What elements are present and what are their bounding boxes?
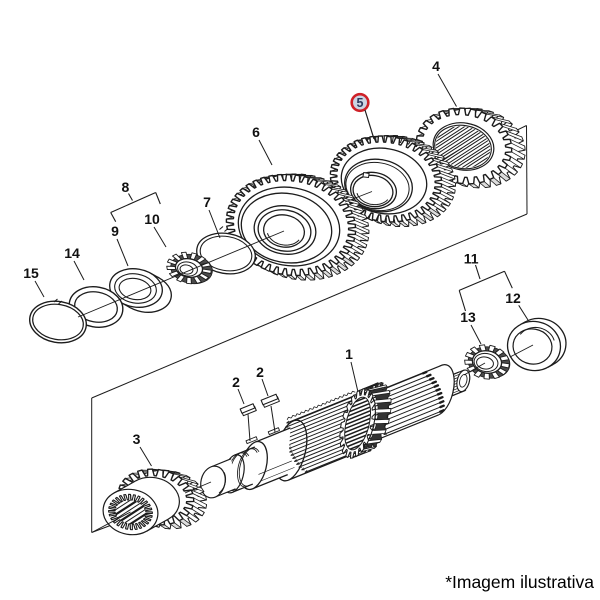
svg-text:10: 10 — [144, 211, 160, 227]
svg-text:5: 5 — [357, 96, 364, 110]
svg-text:15: 15 — [23, 265, 39, 281]
svg-text:13: 13 — [460, 309, 476, 325]
svg-text:1: 1 — [345, 346, 353, 362]
svg-text:12: 12 — [505, 290, 521, 306]
svg-text:2: 2 — [256, 364, 264, 380]
svg-text:8: 8 — [122, 179, 130, 195]
svg-text:14: 14 — [64, 245, 80, 261]
svg-text:7: 7 — [203, 194, 211, 210]
svg-text:11: 11 — [464, 251, 479, 267]
svg-text:6: 6 — [252, 124, 260, 140]
svg-text:4: 4 — [432, 58, 440, 74]
svg-text:3: 3 — [133, 431, 141, 447]
svg-text:2: 2 — [232, 374, 240, 390]
svg-text:*Imagem ilustrativa: *Imagem ilustrativa — [445, 572, 594, 592]
svg-text:9: 9 — [111, 223, 119, 239]
